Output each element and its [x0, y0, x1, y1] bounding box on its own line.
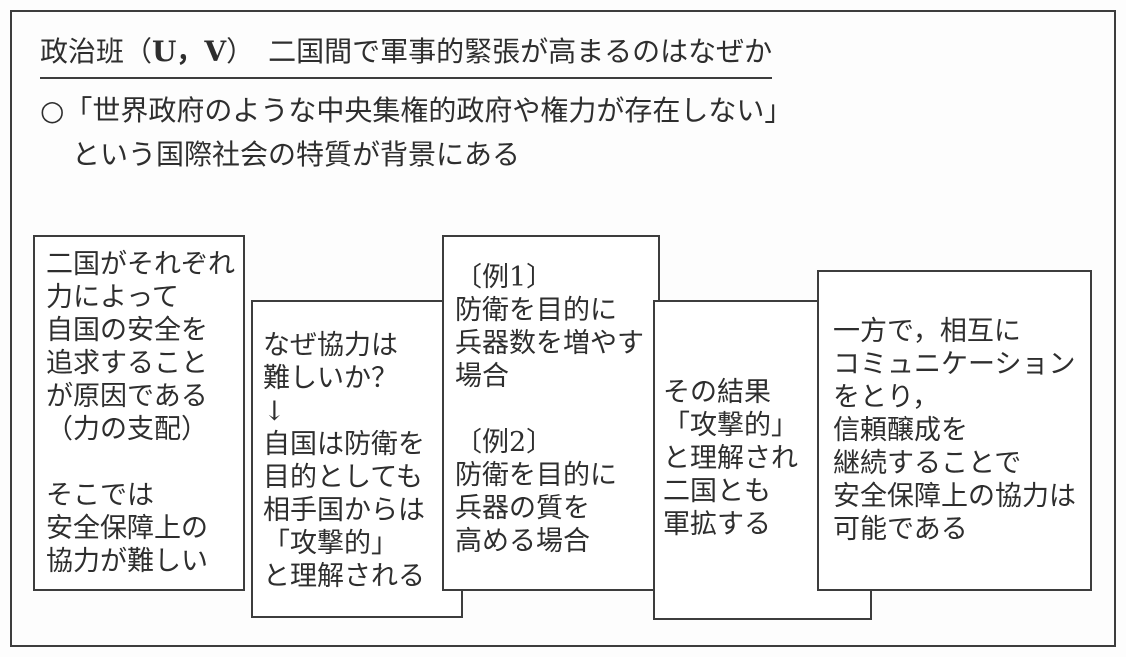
box-result-text: その結果 「攻撃的」 と理解され 二国とも 軍拡する [663, 377, 798, 540]
title-question: ） 二国間で軍事的緊張が高まるのはなぜか [226, 35, 773, 68]
title-underline: 政治班（U，V） 二国間で軍事的緊張が高まるのはなぜか [40, 34, 773, 79]
title-prefix: 政治班（ [40, 35, 153, 68]
box-mutual-communication-text: 一方で，相互に コミュニケーション をとり， 信頼醸成を 継続することで 安全保… [833, 316, 1076, 545]
box-examples-text: 〔例1〕 防衛を目的に 兵器数を増やす 場合 〔例2〕 防衛を目的に 兵器の質を… [455, 262, 644, 557]
down-arrow-icon: ↓ [263, 396, 286, 427]
premise-line-1: ○「世界政府のような中央集権的政府や権力が存在しない」 [40, 94, 793, 127]
box-cause: 二国がそれぞれ 力によって 自国の安全を 追求すること が原因である （力の支配… [33, 235, 245, 591]
box-cause-text: 二国がそれぞれ 力によって 自国の安全を 追求すること が原因である （力の支配… [46, 249, 235, 577]
premise-line-2: という国際社会の特質が背景にある [72, 138, 521, 171]
box-examples: 〔例1〕 防衛を目的に 兵器数を増やす 場合 〔例2〕 防衛を目的に 兵器の質を… [442, 235, 660, 591]
page-title: 政治班（U，V） 二国間で軍事的緊張が高まるのはなぜか [40, 34, 773, 79]
page-border [10, 10, 1116, 647]
box-why-question-text: なぜ協力は 難しいか？ [263, 330, 398, 394]
box-mutual-communication: 一方で，相互に コミュニケーション をとり， 信頼醸成を 継続することで 安全保… [817, 270, 1092, 591]
title-group-label: U，V [152, 35, 227, 68]
box-why-cooperation-difficult: なぜ協力は 難しいか？ ↓ 自国は防衛を 目的としても 相手国からは 「攻撃的」… [251, 300, 463, 618]
box-why-answer-text: 自国は防衛を 目的としても 相手国からは 「攻撃的」 と理解される [263, 429, 425, 592]
